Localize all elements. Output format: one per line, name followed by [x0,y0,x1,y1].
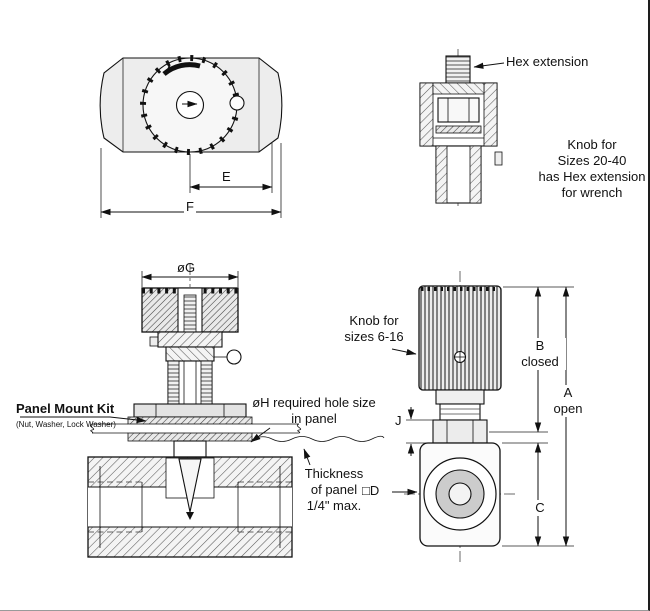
knob-note-leader [391,348,417,356]
needle-cone [178,458,202,513]
stem-hex-flange [432,419,488,444]
knob-section-view [419,49,505,209]
note-knob-sizes-6-16: Knob for sizes 6-16 [344,313,404,344]
hex-nut-section [437,97,480,123]
hole-size-leader [250,427,271,443]
rotation-arrow-icon [162,62,201,76]
washer [127,432,253,442]
dim-label-c: C [529,500,551,516]
hole-size-note: øH required hole size in panel [252,395,376,426]
panel-thickness-note: Thickness of panel 1/4" max. [304,466,364,513]
panel-break-right [296,423,302,434]
side-view [99,55,283,218]
valve-section-view [20,264,385,558]
needle-tip [186,512,194,520]
panel-mount-kit-sublabel: (Nut, Washer, Lock Washer) [16,420,116,429]
thickness-leader [303,448,311,466]
lock-washer [127,416,253,425]
dim-label-j: J [395,413,402,428]
hex-extension-label: Hex extension [506,54,589,69]
panel-break-left [89,423,95,434]
dim-label-g: øG [177,260,196,275]
note-knob-sizes-20-40: Knob for Sizes 20-40 has Hex extension f… [538,137,646,200]
panel-mount-kit-label: Panel Mount Kit [16,401,115,416]
panel-edge-wave [251,435,385,442]
knurled-knob [418,285,502,391]
hex-extension-stub [445,55,471,84]
port-bore [448,482,472,506]
valve-front-view [391,271,574,562]
dim-label-e: E [222,169,231,184]
hex-extension-leader [473,62,505,69]
dim-label-d: □D [362,483,380,498]
panel-nut [133,403,247,418]
dim-label-f: F [184,199,196,215]
panel-mount-kit-leader [20,416,147,424]
dim-label-b-closed: B closed [514,338,566,370]
dim-label-a-open: A open [542,385,594,417]
